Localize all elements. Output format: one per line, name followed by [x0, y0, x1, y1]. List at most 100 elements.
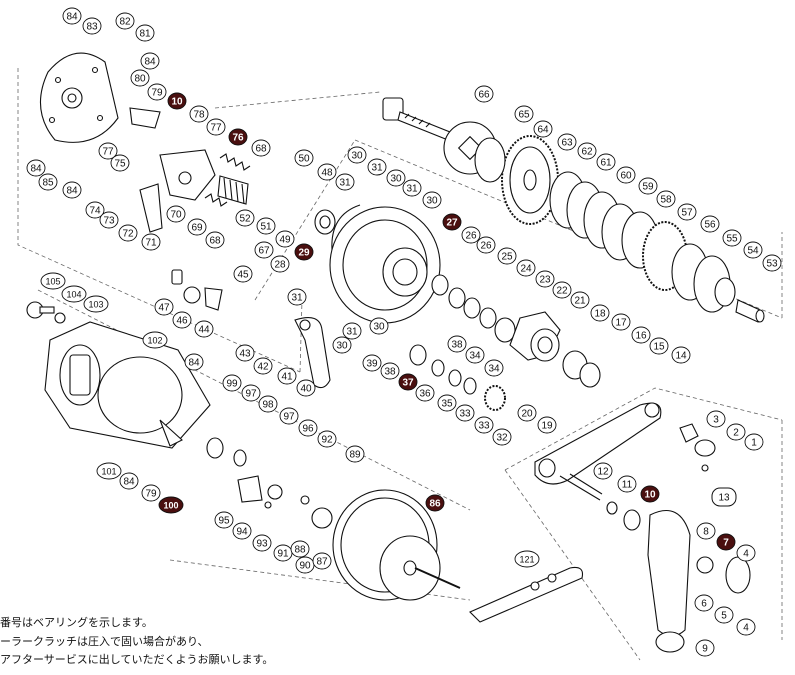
part-number-label: 56	[704, 220, 716, 231]
part-callout: 41	[277, 367, 297, 385]
callout-badge	[166, 205, 186, 223]
callout-badge	[345, 445, 365, 463]
callout-badge	[275, 230, 295, 248]
part-number-label: 94	[236, 527, 248, 538]
part-number-label: 65	[518, 110, 530, 121]
part-callout: 13	[711, 487, 737, 507]
frame-plate-part	[329, 204, 441, 324]
part-number-label: 121	[519, 555, 534, 565]
part-callout: 70	[166, 205, 186, 223]
small-bushing-parts	[409, 344, 506, 411]
part-callout: 58	[656, 190, 676, 208]
anti-reverse-part	[509, 311, 601, 388]
part-number-label: 31	[291, 293, 303, 304]
callout-badge	[317, 163, 337, 181]
callout-badge	[517, 404, 537, 422]
part-number-label: 33	[478, 421, 490, 432]
part-number-label: 76	[232, 133, 244, 144]
part-number-label: 55	[726, 234, 738, 245]
caption-note-clutch: ーラークラッチは圧入で固い場合があり、	[0, 635, 209, 648]
callout-badge	[277, 367, 297, 385]
callout-badge	[290, 540, 310, 558]
callout-badge	[85, 201, 105, 219]
part-callout: 33	[455, 404, 475, 422]
callout-badge	[40, 272, 66, 290]
part-callout: 101	[96, 462, 122, 480]
callout-badge	[279, 407, 299, 425]
part-number-label: 39	[366, 359, 378, 370]
part-callout: 34	[465, 346, 485, 364]
part-number-label: 79	[151, 88, 163, 99]
part-callout: 92	[317, 430, 337, 448]
part-callout: 82	[115, 12, 135, 30]
callout-badge	[743, 241, 763, 259]
callout-badge	[476, 236, 496, 254]
part-number-label: 37	[402, 378, 414, 389]
part-callout: 121	[514, 550, 540, 568]
part-number-label: 38	[451, 340, 463, 351]
part-callout: 30	[386, 169, 406, 187]
callout-badge	[711, 487, 737, 507]
part-number-label: 86	[429, 499, 441, 510]
callout-badge	[118, 224, 138, 242]
part-number-label: 25	[501, 252, 513, 263]
part-callout: 2	[726, 423, 746, 441]
part-callout: 30	[347, 146, 367, 164]
callout-badge	[726, 423, 746, 441]
callout-badge	[62, 7, 82, 25]
callout-badge	[484, 359, 504, 377]
part-callout: 97	[279, 407, 299, 425]
part-callout: 12	[593, 462, 613, 480]
part-callout: 9	[695, 639, 715, 657]
callout-badge	[61, 285, 87, 303]
part-number-label: 12	[597, 467, 609, 478]
part-number-label: 81	[139, 29, 151, 40]
part-number-label: 13	[718, 493, 730, 504]
callout-badge	[422, 191, 442, 209]
part-number-label: 4	[743, 623, 749, 634]
part-number-label: 38	[384, 367, 396, 378]
part-callout: 84	[62, 7, 82, 25]
callout-badge	[233, 265, 253, 283]
bearing-callout-badge	[167, 92, 187, 110]
side-plate-part	[39, 52, 119, 143]
part-number-label: 100	[163, 501, 178, 511]
part-callout: 57	[677, 203, 697, 221]
part-callout: 81	[135, 24, 155, 42]
callout-badge	[617, 475, 637, 493]
part-number-label: 75	[114, 159, 126, 170]
callout-badge	[593, 462, 613, 480]
part-callout: 88	[290, 540, 310, 558]
callout-badge	[189, 105, 209, 123]
pinion-gear-part	[217, 175, 249, 205]
part-number-label: 30	[336, 341, 348, 352]
part-number-label: 97	[283, 412, 295, 423]
part-number-label: 74	[89, 206, 101, 217]
callout-badge	[317, 430, 337, 448]
part-number-label: 15	[653, 342, 665, 353]
lever-parts	[171, 269, 223, 311]
callout-badge	[110, 154, 130, 172]
part-number-label: 3	[713, 415, 719, 426]
callout-badge	[258, 395, 278, 413]
part-number-label: 40	[300, 384, 312, 395]
callout-badge	[222, 374, 242, 392]
part-callout: 99	[222, 374, 242, 392]
part-number-label: 44	[198, 325, 210, 336]
part-callout: 15	[649, 337, 669, 355]
spool-bearing-parts	[206, 437, 333, 529]
callout-badge	[736, 618, 756, 636]
part-number-label: 32	[496, 433, 508, 444]
part-callout: 84	[140, 52, 160, 70]
part-number-label: 103	[88, 300, 103, 310]
part-callout: 18	[590, 304, 610, 322]
part-callout: 31	[402, 179, 422, 197]
part-number-label: 31	[346, 327, 358, 338]
part-callout: 66	[474, 85, 494, 103]
callout-badge	[62, 181, 82, 199]
clicker-plate-part	[129, 107, 216, 233]
callout-badge	[206, 118, 226, 136]
part-number-label: 82	[119, 17, 131, 28]
part-number-label: 60	[620, 171, 632, 182]
callout-badge	[671, 346, 691, 364]
